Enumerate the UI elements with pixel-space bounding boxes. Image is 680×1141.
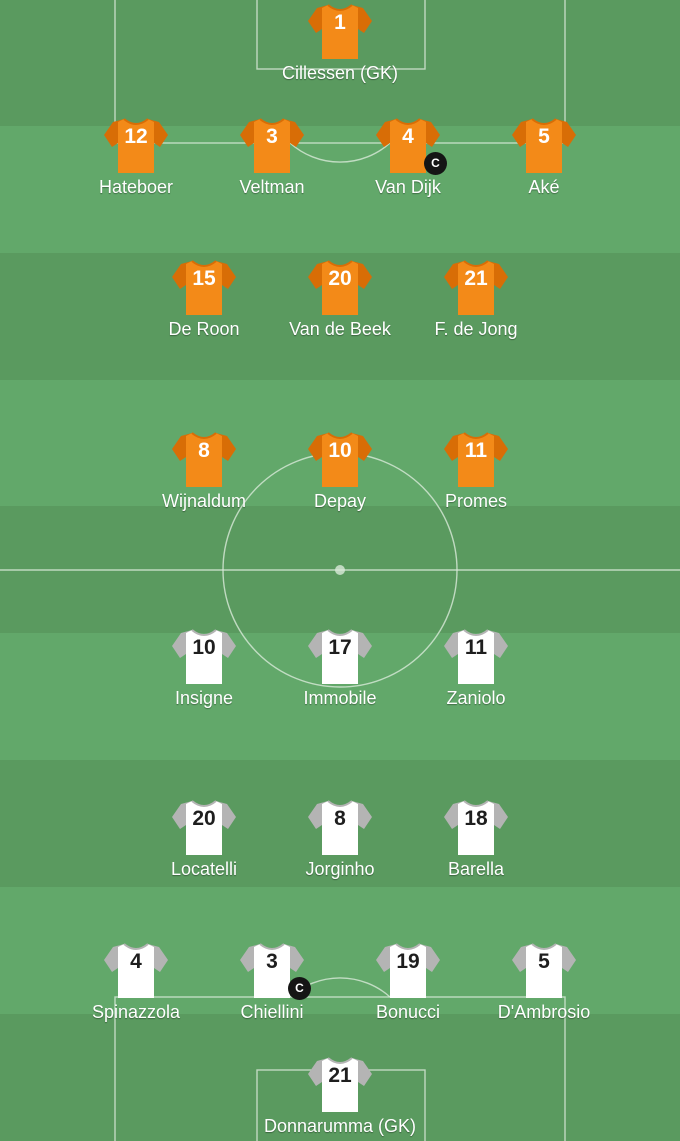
player-name: Cillessen (GK) [281, 63, 399, 83]
player-name: De Roon [168, 319, 240, 339]
jersey-icon: 15 [172, 258, 236, 316]
shirt-number: 11 [464, 636, 488, 659]
centre-spot [335, 565, 345, 575]
shirt-number: 20 [328, 267, 352, 290]
player-name: Barella [447, 859, 505, 879]
captain-badge: C [424, 152, 447, 175]
shirt-number: 15 [192, 267, 216, 290]
player-name: Locatelli [170, 859, 238, 879]
player-name: F. de Jong [434, 319, 518, 339]
jersey-icon: 3 [240, 116, 304, 174]
player-name: Spinazzola [91, 1002, 181, 1022]
jersey-icon: 11 [444, 627, 508, 685]
player-name: Veltman [239, 177, 305, 197]
shirt-number: 8 [198, 439, 210, 462]
top-goal-area [256, 0, 426, 70]
jersey-icon: 5 [512, 116, 576, 174]
shirt-number: 3 [266, 950, 278, 973]
shirt-number: 18 [464, 807, 488, 830]
jersey-icon: 21 [444, 258, 508, 316]
jersey-icon: 20 [172, 798, 236, 856]
jersey-icon: 20 [308, 258, 372, 316]
player-name: Wijnaldum [161, 491, 247, 511]
jersey-icon: 10 [172, 627, 236, 685]
player-name: Insigne [174, 688, 234, 708]
jersey-icon: 17 [308, 627, 372, 685]
jersey-icon: 8 [172, 430, 236, 488]
player-name: D'Ambrosio [497, 1002, 591, 1022]
shirt-number: 4 [402, 125, 414, 148]
home-player[interactable]: 15 De Roon [139, 258, 269, 350]
shirt-number: 21 [328, 1064, 352, 1087]
player-name: Promes [444, 491, 507, 511]
shirt-number: 3 [266, 125, 278, 148]
shirt-number: 8 [334, 807, 346, 830]
shirt-number: 5 [538, 950, 550, 973]
jersey-icon: 11 [444, 430, 508, 488]
shirt-number: 4 [130, 950, 142, 973]
player-name: Zaniolo [446, 688, 506, 708]
player-name: Bonucci [375, 1002, 441, 1022]
player-name: Depay [313, 491, 367, 511]
home-player[interactable]: 21 F. de Jong [411, 258, 541, 350]
jersey-icon: 12 [104, 116, 168, 174]
shirt-number: 1 [334, 11, 346, 34]
shirt-number: 20 [192, 807, 216, 830]
jersey-icon: 5 [512, 941, 576, 999]
shirt-number: 12 [124, 125, 148, 148]
shirt-number: 11 [464, 439, 488, 462]
jersey-icon: 18 [444, 798, 508, 856]
shirt-number: 17 [328, 636, 352, 659]
shirt-number: 19 [396, 950, 420, 973]
player-name: Hateboer [98, 177, 174, 197]
player-name: Aké [528, 177, 560, 197]
top-penalty-arc [289, 142, 391, 163]
jersey-icon: 10 [308, 430, 372, 488]
player-name: Immobile [303, 688, 377, 708]
captain-badge: C [288, 977, 311, 1000]
shirt-number: 10 [328, 439, 352, 462]
player-name: Van Dijk [375, 177, 441, 197]
player-name: Van de Beek [289, 319, 391, 339]
jersey-icon: 1 [308, 2, 372, 60]
shirt-number: 5 [538, 125, 550, 148]
bottom-penalty-area [114, 996, 566, 1141]
shirt-number: 21 [464, 267, 488, 290]
pitch-stripe [0, 126, 680, 253]
jersey-icon: 8 [308, 798, 372, 856]
shirt-number: 10 [192, 636, 216, 659]
player-name: Donnarumma (GK) [263, 1116, 417, 1136]
player-name: Jorginho [305, 859, 375, 879]
jersey-icon: 4 [104, 941, 168, 999]
player-name: Chiellini [240, 1002, 304, 1022]
jersey-icon: 21 [308, 1055, 372, 1113]
top-penalty-area [114, 0, 566, 144]
jersey-icon: 19 [376, 941, 440, 999]
